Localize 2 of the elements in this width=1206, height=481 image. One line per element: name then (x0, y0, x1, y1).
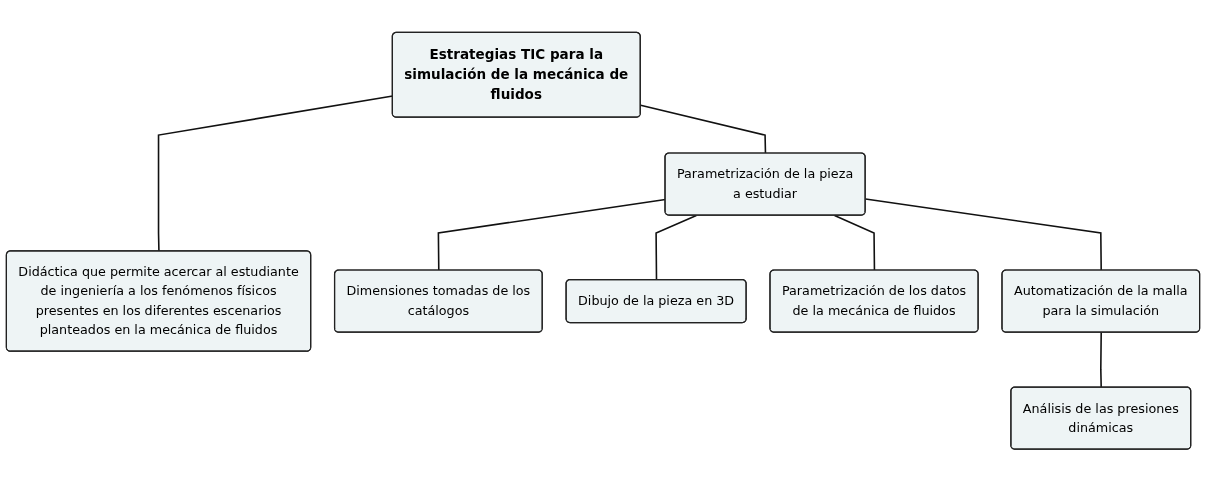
connector (1100, 331, 1102, 388)
connector (655, 214, 698, 281)
